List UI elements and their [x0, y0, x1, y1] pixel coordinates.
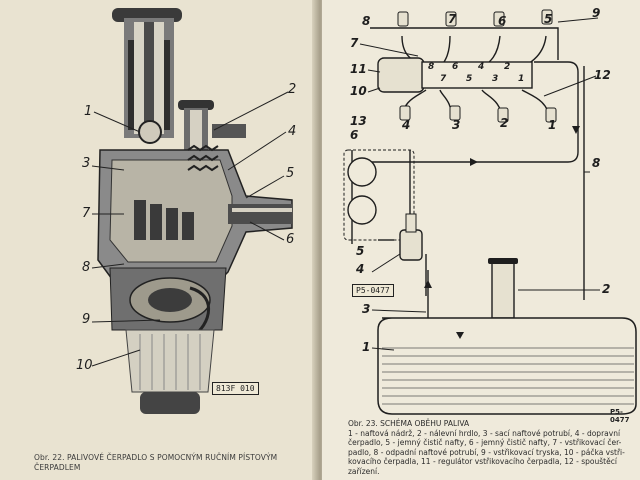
- callout-9: 9: [82, 312, 91, 327]
- pump-port-1: 1: [518, 74, 525, 84]
- callout-injector-9: 9: [592, 6, 601, 20]
- figure-22-caption: Obr. 22. PALIVOVÉ ČERPADLO S POMOCNÝM RU…: [34, 453, 314, 472]
- callout-transfer-4: 4: [356, 262, 365, 276]
- callout-pump-7: 7: [350, 36, 359, 50]
- legend-line-3: padlo, 8 - odpadní naftové potrubí, 9 - …: [348, 447, 625, 457]
- fuel-circuit-schematic: [343, 9, 637, 415]
- caption-line-1: Obr. 22. PALIVOVÉ ČERPADLO S POMOCNÝM RU…: [34, 453, 278, 462]
- right-page: 8 7 6 5 4 3 2 1 8 6 4 2 7 5 3 1 1 2 3 4 …: [322, 0, 640, 480]
- page-code: P5-0477: [610, 408, 630, 424]
- callout-2: 2: [288, 82, 297, 97]
- callout-governor-11: 11: [350, 62, 367, 76]
- injector-label-8: 8: [362, 14, 371, 28]
- callout-tank-1: 1: [362, 340, 371, 354]
- caption-line-2: ČERPADLEM: [34, 462, 81, 472]
- injector-label-3: 3: [452, 118, 461, 132]
- pump-port-5: 5: [466, 74, 473, 84]
- callout-filter-6: 6: [350, 128, 359, 142]
- legend-line-1: 1 - naftová nádrž, 2 - nálevní hrdlo, 3 …: [348, 428, 621, 438]
- pump-port-4: 4: [478, 62, 485, 72]
- legend-line-4: kovacího čerpadla, 11 - regulátor vstřik…: [348, 457, 617, 466]
- callout-5: 5: [286, 166, 295, 181]
- schematic-code-stamp: P5-0477: [352, 284, 394, 297]
- injector-label-1: 1: [548, 118, 557, 132]
- callout-3: 3: [82, 156, 91, 171]
- callout-suction-3: 3: [362, 302, 371, 316]
- callout-6: 6: [286, 232, 295, 247]
- injector-label-6: 6: [498, 14, 507, 28]
- figure-code-stamp: 813F 010: [212, 382, 259, 395]
- fuel-pump-illustration: [91, 8, 293, 414]
- legend-line-2: čerpadlo, 5 - jemný čistič nafty, 6 - je…: [348, 438, 622, 447]
- pump-port-8: 8: [428, 62, 435, 72]
- callout-13: 13: [350, 114, 367, 128]
- pump-port-3: 3: [492, 74, 499, 84]
- callout-lever-10: 10: [350, 84, 367, 98]
- callout-1: 1: [84, 104, 93, 119]
- callout-return-8: 8: [592, 156, 601, 170]
- injector-label-4: 4: [402, 118, 411, 132]
- injector-label-7: 7: [448, 12, 457, 26]
- left-page: 1 2 3 4 5 6 7 8 9 10 813F 010 Obr. 22. P…: [0, 0, 318, 480]
- callout-filter-5: 5: [356, 244, 365, 258]
- callout-starter-12: 12: [594, 68, 611, 82]
- caption-title: Obr. 23. SCHÉMA OBĚHU PALIVA: [348, 419, 470, 428]
- callout-filler-2: 2: [602, 282, 611, 296]
- pump-port-7: 7: [440, 74, 447, 84]
- callout-4: 4: [288, 124, 297, 139]
- figure-23-caption: Obr. 23. SCHÉMA OBĚHU PALIVA 1 - naftová…: [348, 419, 640, 476]
- pump-port-2: 2: [504, 62, 511, 72]
- pump-port-6: 6: [452, 62, 459, 72]
- injector-label-5: 5: [544, 12, 553, 26]
- callout-8: 8: [82, 260, 91, 275]
- callout-7: 7: [82, 206, 91, 221]
- callout-10: 10: [76, 358, 93, 373]
- legend-line-5: zařízení.: [348, 466, 380, 476]
- injector-label-2: 2: [500, 116, 509, 130]
